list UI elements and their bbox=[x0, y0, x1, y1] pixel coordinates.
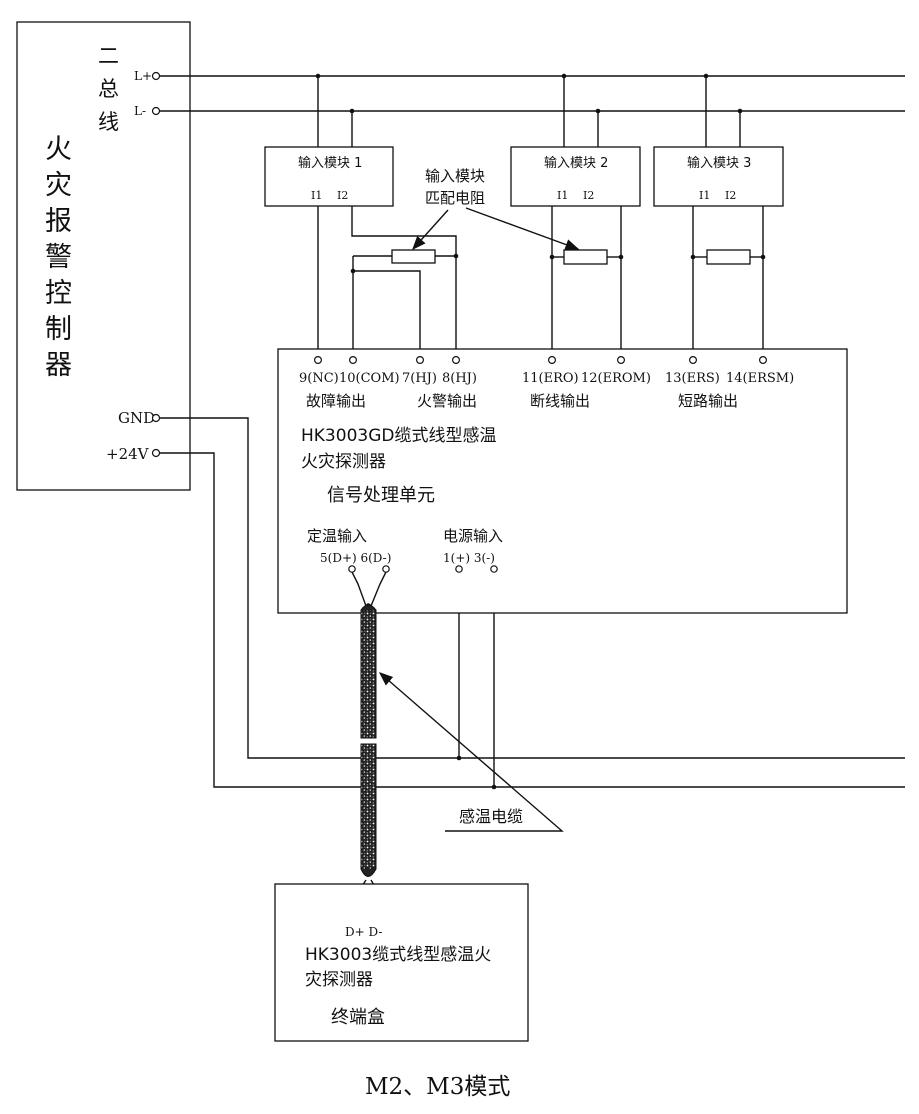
terminal-9 bbox=[314, 356, 323, 365]
fault-output-label: 故障输出 bbox=[306, 392, 366, 410]
fixed-temp-terminals-label: 5(D+) 6(D-) bbox=[320, 551, 391, 565]
l-plus-terminal bbox=[151, 71, 161, 81]
terminal-1 bbox=[455, 565, 463, 573]
cable-label-underline bbox=[378, 672, 564, 832]
bus-label-char-3: 线 bbox=[98, 110, 119, 134]
terminal-7-label: 7(HJ) bbox=[402, 371, 437, 386]
terminal-14 bbox=[758, 356, 767, 365]
resistor-3 bbox=[706, 249, 751, 265]
terminal-13 bbox=[688, 356, 697, 365]
terminal-10 bbox=[349, 356, 358, 365]
module-3-title: 输入模块 3 bbox=[687, 155, 751, 171]
fixed-temp-input-label: 定温输入 bbox=[307, 527, 367, 545]
terminal-11-label: 11(ERO) bbox=[522, 371, 579, 386]
fire-output-label: 火警输出 bbox=[417, 392, 477, 410]
cable-label: 感温电缆 bbox=[459, 807, 523, 826]
break-output-label: 断线输出 bbox=[530, 392, 590, 410]
resistor-1 bbox=[391, 249, 436, 264]
controller-title-char-1: 火 bbox=[45, 134, 72, 165]
heat-sensing-cable bbox=[346, 571, 390, 919]
power-terminals-label: 1(+) 3(-) bbox=[443, 551, 495, 565]
l-plus-label: L+ bbox=[134, 69, 152, 83]
resistor-note-line2: 匹配电阻 bbox=[425, 189, 485, 207]
terminal-10-label: 10(COM) bbox=[339, 371, 400, 386]
processor-title-1: HK3003GD缆式线型感温 bbox=[301, 426, 496, 446]
end-terms-label: D+ D- bbox=[345, 925, 382, 939]
module-1-i1: I1 bbox=[311, 189, 322, 202]
terminal-13-label: 13(ERS) bbox=[665, 371, 720, 386]
short-output-label: 短路输出 bbox=[678, 392, 738, 410]
fire-alarm-controller: 二 总 线 火 灾 报 警 控 制 器 L+ L- GND +24V bbox=[16, 21, 191, 491]
input-module-1: 输入模块 1 I1 I2 bbox=[264, 146, 394, 207]
terminal-12 bbox=[616, 356, 625, 365]
processor-title-3: 信号处理单元 bbox=[327, 485, 435, 506]
bus-label-char-2: 总 bbox=[98, 77, 119, 101]
resistor-note-line1: 输入模块 bbox=[425, 167, 485, 185]
terminal-3 bbox=[490, 565, 498, 573]
controller-title-char-3: 报 bbox=[45, 206, 72, 237]
module-1-title: 输入模块 1 bbox=[298, 155, 362, 171]
end-title-3: 终端盒 bbox=[331, 1007, 385, 1028]
v24-label: +24V bbox=[106, 445, 150, 463]
end-title-2: 灾探测器 bbox=[305, 970, 373, 990]
terminal-6 bbox=[382, 565, 390, 573]
module-3-i2: I2 bbox=[725, 189, 736, 202]
l-minus-label: L- bbox=[134, 104, 146, 118]
module-2-i2: I2 bbox=[583, 189, 594, 202]
module-3-i1: I1 bbox=[699, 189, 710, 202]
resistor-note-arrow-1 bbox=[412, 209, 449, 251]
l-minus-terminal bbox=[151, 106, 161, 116]
gnd-terminal bbox=[151, 413, 161, 423]
terminal-7 bbox=[416, 356, 425, 365]
terminal-box: D+ D- HK3003缆式线型感温火 灾探测器 终端盒 bbox=[274, 883, 529, 1042]
resistor-note-arrow-2 bbox=[465, 207, 580, 250]
terminal-11 bbox=[547, 356, 556, 365]
controller-title-char-7: 器 bbox=[45, 350, 72, 381]
terminal-12-label: 12(EROM) bbox=[581, 371, 651, 386]
input-module-3: 输入模块 3 I1 I2 bbox=[653, 146, 784, 207]
controller-title-char-6: 制 bbox=[45, 314, 72, 345]
v24-terminal bbox=[151, 448, 161, 458]
terminal-14-label: 14(ERSM) bbox=[726, 371, 794, 386]
diagram-caption: M2、M3模式 bbox=[365, 1074, 510, 1100]
module-1-i2: I2 bbox=[337, 189, 348, 202]
bus-label-char-1: 二 bbox=[98, 44, 119, 68]
controller-title-char-2: 灾 bbox=[45, 170, 72, 201]
terminal-8-label: 8(HJ) bbox=[442, 371, 477, 386]
v24-line bbox=[160, 452, 905, 788]
processor-title-2: 火灾探测器 bbox=[301, 452, 386, 472]
power-input-label: 电源输入 bbox=[443, 527, 503, 545]
gnd-line bbox=[160, 417, 905, 759]
signal-processing-unit: 9(NC) 10(COM) 7(HJ) 8(HJ) 11(ERO) 12(ERO… bbox=[277, 348, 848, 614]
resistor-2 bbox=[563, 249, 608, 265]
input-module-2: 输入模块 2 I1 I2 bbox=[510, 146, 641, 207]
controller-title-char-5: 控 bbox=[45, 278, 72, 309]
module-2-title: 输入模块 2 bbox=[544, 155, 608, 171]
wiring bbox=[151, 71, 905, 790]
controller-title-char-4: 警 bbox=[45, 242, 72, 273]
terminal-9-label: 9(NC) bbox=[299, 371, 339, 386]
terminal-8 bbox=[452, 356, 461, 365]
module-2-i1: I1 bbox=[557, 189, 568, 202]
gnd-label: GND bbox=[118, 409, 155, 427]
end-title-1: HK3003缆式线型感温火 bbox=[305, 945, 491, 965]
terminal-5 bbox=[348, 565, 356, 573]
